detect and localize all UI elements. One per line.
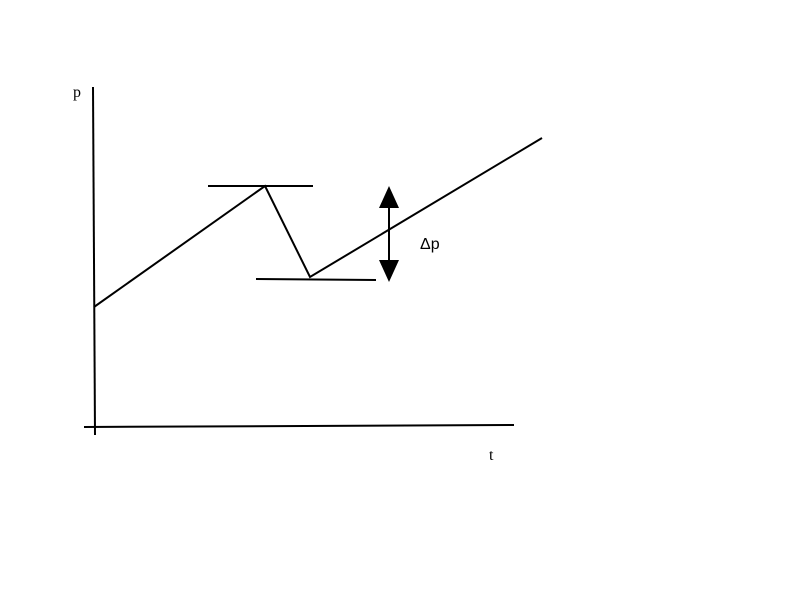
delta-p-label: Δp — [420, 236, 440, 253]
trough-level-line — [255, 278, 377, 281]
arrowhead-down — [379, 260, 399, 282]
y-axis — [92, 86, 96, 436]
y-axis-label: p — [73, 84, 81, 101]
arrowhead-up — [379, 186, 399, 208]
x-axis-label: t — [489, 447, 494, 464]
pressure-curve — [93, 137, 543, 308]
delta-p-arrow — [379, 186, 399, 282]
x-axis — [83, 424, 515, 428]
